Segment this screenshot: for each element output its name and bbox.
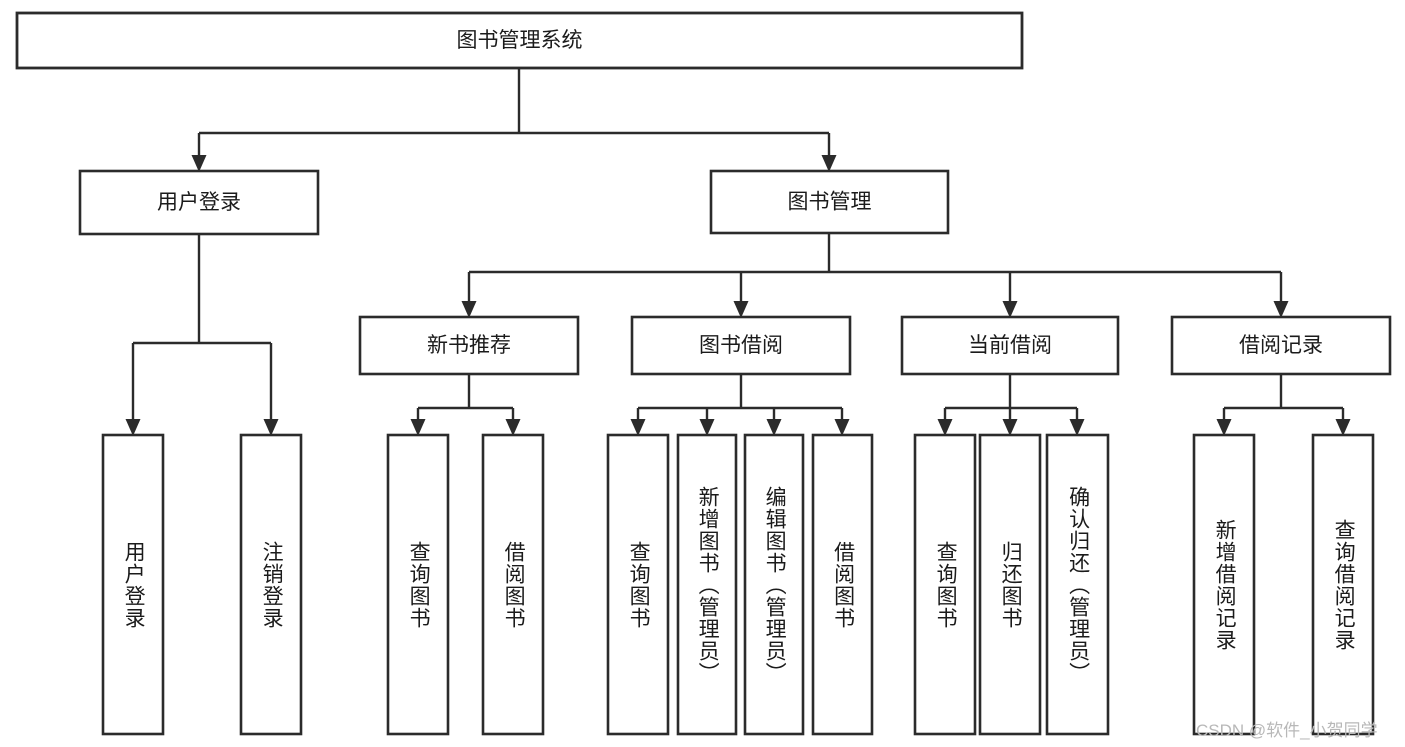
node-label-borrow-record: 借阅记录 [1239, 334, 1323, 357]
arrow-head-icon [1002, 419, 1018, 436]
node-label-new-book-recommend: 新书推荐 [427, 334, 511, 357]
arrow-head-icon [821, 155, 837, 172]
node-box-borrow-record[interactable] [1170, 315, 1392, 376]
node-box-leaf-add-book[interactable] [676, 433, 738, 736]
arrow-head-icon [937, 419, 953, 436]
node-box-book-borrow[interactable] [630, 315, 852, 376]
arrow-head-icon [1069, 419, 1085, 436]
arrow-head-icon [125, 419, 141, 436]
node-box-leaf-query-book-current[interactable] [913, 433, 977, 736]
node-label-user-login: 用户登录 [157, 191, 241, 214]
node-label-root: 图书管理系统 [457, 29, 583, 52]
arrow-head-icon [1002, 301, 1018, 318]
node-box-leaf-edit-book[interactable] [743, 433, 805, 736]
node-box-new-book-recommend[interactable] [358, 315, 580, 376]
csdn-watermark: CSDN @软件_小贺同学 [1196, 721, 1378, 740]
arrow-head-icon [834, 419, 850, 436]
arrow-head-icon [1335, 419, 1351, 436]
arrow-head-icon [1273, 301, 1289, 318]
node-box-leaf-user-logout[interactable] [239, 433, 303, 736]
node-label-book-borrow: 图书借阅 [699, 334, 783, 357]
arrow-head-icon [263, 419, 279, 436]
node-label-current-borrow: 当前借阅 [968, 334, 1052, 357]
node-box-current-borrow[interactable] [900, 315, 1120, 376]
arrow-head-icon [733, 301, 749, 318]
node-box-leaf-add-borrow-record[interactable] [1192, 433, 1256, 736]
node-box-leaf-query-book-recommend[interactable] [386, 433, 450, 736]
arrow-head-icon [410, 419, 426, 436]
node-box-leaf-borrow-book[interactable] [811, 433, 874, 736]
arrow-head-icon [461, 301, 477, 318]
node-box-root[interactable] [15, 11, 1024, 70]
node-box-book-manage[interactable] [709, 169, 950, 235]
node-box-leaf-return-book[interactable] [978, 433, 1042, 736]
node-box-leaf-borrow-book-recommend[interactable] [481, 433, 545, 736]
arrow-head-icon [1216, 419, 1232, 436]
box-layer [15, 11, 1392, 736]
arrow-head-icon [699, 419, 715, 436]
arrow-head-icon [505, 419, 521, 436]
node-label-book-manage: 图书管理 [788, 191, 872, 214]
node-box-user-login[interactable] [78, 169, 320, 236]
connector-layer [125, 68, 1351, 436]
arrow-head-icon [630, 419, 646, 436]
node-box-leaf-confirm-return[interactable] [1045, 433, 1110, 736]
arrow-head-icon [766, 419, 782, 436]
arrow-head-icon [191, 155, 207, 172]
node-box-leaf-query-borrow-record[interactable] [1311, 433, 1375, 736]
node-box-leaf-user-login[interactable] [101, 433, 165, 736]
node-box-leaf-query-book-borrow[interactable] [606, 433, 670, 736]
